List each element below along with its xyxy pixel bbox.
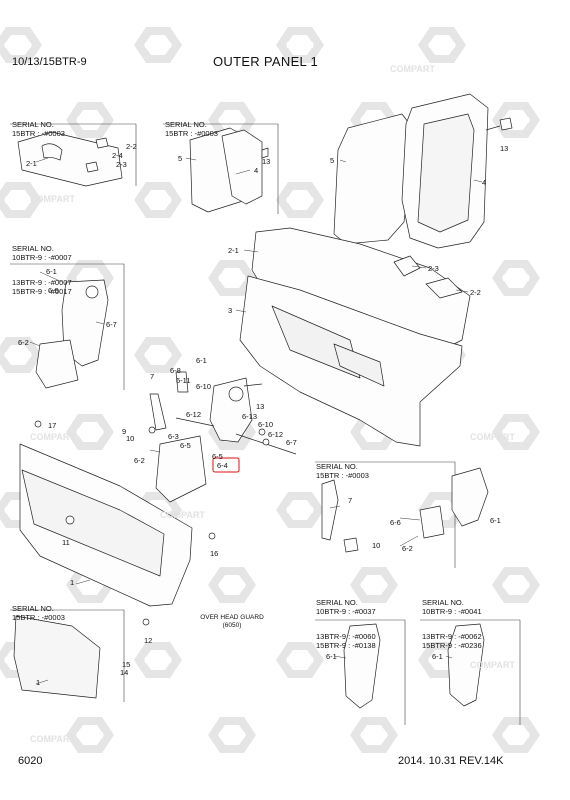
part-label: 2-3 — [116, 160, 127, 169]
leader-lines — [29, 157, 483, 685]
part-label: 2-2 — [470, 288, 481, 297]
part-label: 4 — [254, 166, 259, 175]
part-label: 6-1 — [326, 652, 337, 661]
part-label: 6-2 — [18, 338, 29, 347]
part-label: 3 — [228, 306, 233, 315]
part-label: 6-5 — [212, 452, 223, 461]
serial-block: SERIAL NO.15BTR : -#0003 — [12, 604, 65, 622]
revision-date: 2014. 10.31 REV.14K — [398, 755, 504, 767]
part-label: 13 — [500, 144, 509, 153]
inset-bracket-variant-b — [447, 623, 485, 707]
part-label: 7 — [348, 496, 353, 505]
part-label: 6-3 — [168, 432, 179, 441]
part-label: 13 — [256, 402, 265, 411]
part-label: 6-12 — [186, 410, 202, 419]
part-label: 6-2 — [402, 544, 413, 553]
part-label: 6-4 — [217, 461, 228, 470]
inset-seat — [189, 127, 269, 213]
serial-block: SERIAL NO.15BTR : -#0003 — [12, 120, 65, 138]
part-label: 2-3 — [428, 264, 439, 273]
part-label: 13 — [262, 157, 271, 166]
part-label: 2-1 — [26, 159, 37, 168]
part-label: 4 — [482, 178, 487, 187]
part-label: 6-1 — [46, 267, 57, 276]
serial-block: SERIAL NO.10BTR-9 : -#0007 13BTR-9 : -#0… — [12, 244, 72, 296]
part-label: 12 — [144, 636, 153, 645]
part-label: 6-10 — [258, 420, 274, 429]
part-label: 9 — [122, 427, 127, 436]
part-label: 2-2 — [126, 142, 137, 151]
part-label: 10 — [372, 541, 381, 550]
lower-panel — [19, 420, 216, 626]
part-label: 6-10 — [196, 382, 212, 391]
part-label: 14 — [120, 668, 129, 677]
highlight-box-6-4 — [212, 457, 240, 473]
part-label: 6-7 — [286, 438, 297, 447]
part-label: 6-11 — [176, 376, 191, 385]
part-label: 1 — [36, 678, 41, 687]
part-label: 5 — [330, 156, 335, 165]
serial-block: SERIAL NO.10BTR-9 : -#0041 13BTR-9 : -#0… — [422, 598, 482, 650]
main-outer-panel — [239, 227, 471, 447]
page-title: OUTER PANEL 1 — [213, 54, 319, 69]
part-label: 6-8 — [170, 366, 181, 375]
inset-bracket-early — [35, 279, 109, 389]
inset-panel-small — [17, 131, 123, 187]
part-label: 15 — [122, 660, 131, 669]
main-seat — [333, 93, 513, 249]
central-linkage-assembly — [148, 371, 297, 503]
part-label: 6-9 — [48, 286, 59, 295]
part-label: 7 — [150, 372, 155, 381]
part-label: 6-12 — [268, 430, 284, 439]
part-label: 6-1 — [196, 356, 207, 365]
serial-block: SERIAL NO.15BTR : -#0003 — [165, 120, 218, 138]
part-label: 6-2 — [134, 456, 145, 465]
model-code: 10/13/15BTR-9 — [12, 56, 87, 68]
part-label: 5 — [178, 154, 183, 163]
part-label: 1 — [70, 578, 75, 587]
overhead-guard-note: OVER HEAD GUARD(6050) — [200, 614, 264, 629]
inset-frames — [10, 123, 521, 725]
part-label: 6-6 — [390, 518, 401, 527]
part-label: 6-1 — [490, 516, 501, 525]
part-label: 2-4 — [112, 151, 123, 160]
part-label: 17 — [48, 421, 57, 430]
part-label: 6-5 — [180, 441, 191, 450]
inset-lever-parts — [321, 467, 489, 553]
part-label: 11 — [62, 538, 70, 547]
part-label: 10 — [126, 434, 135, 443]
part-label: 6-7 — [106, 320, 117, 329]
part-label: 16 — [210, 549, 219, 558]
part-label: 2-1 — [228, 246, 239, 255]
part-label: 6-13 — [242, 412, 258, 421]
page-number: 6020 — [18, 755, 43, 767]
inset-lower-panel — [13, 615, 101, 699]
serial-block: SERIAL NO.10BTR-9 : -#0037 13BTR-9 : -#0… — [316, 598, 376, 650]
serial-block: SERIAL NO.15BTR : -#0003 — [316, 462, 369, 480]
part-label: 6-1 — [432, 652, 443, 661]
